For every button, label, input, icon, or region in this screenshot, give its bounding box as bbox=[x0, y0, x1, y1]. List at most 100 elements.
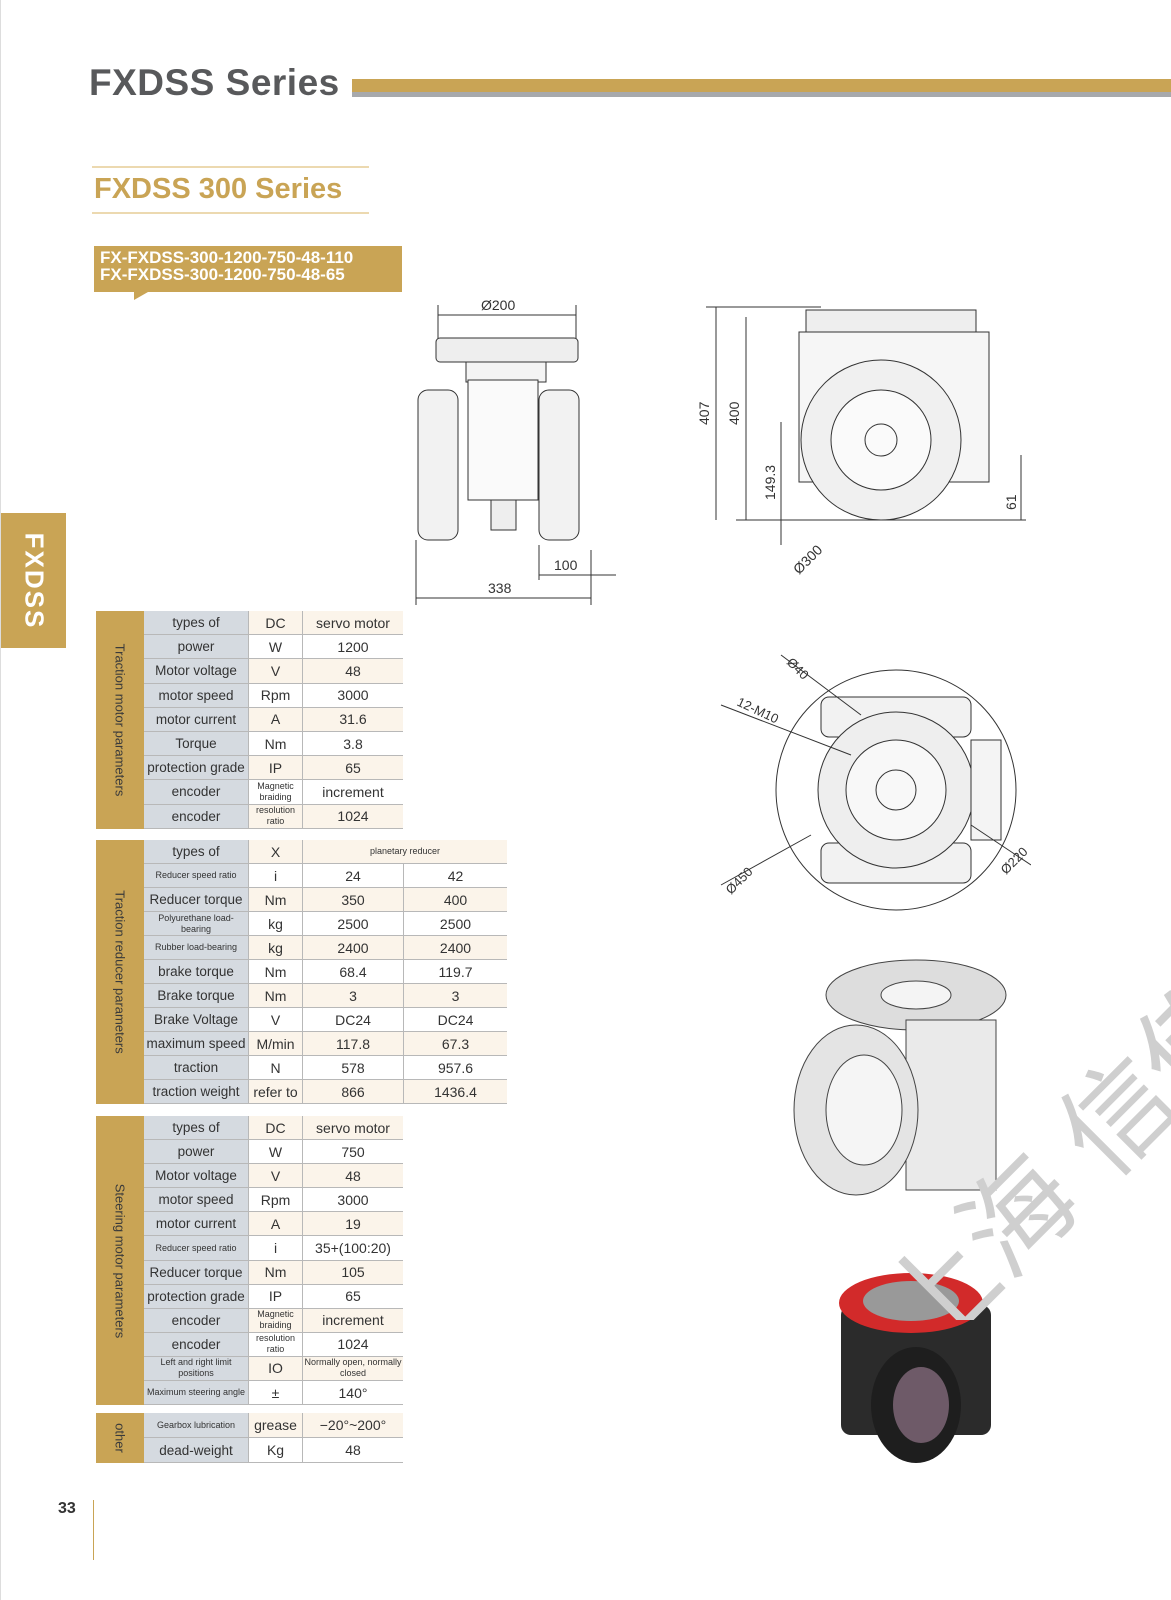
side-view-drawing: 407 400 149.3 61 Ø300 bbox=[696, 306, 1026, 577]
param-name: traction weight bbox=[144, 1080, 249, 1103]
param-name: Maximum steering angle bbox=[144, 1381, 249, 1405]
param-value: DC24 bbox=[335, 1011, 371, 1028]
param-value: 35+(100:20) bbox=[315, 1240, 391, 1257]
param-name: traction bbox=[144, 1056, 249, 1079]
param-value: 350 bbox=[303, 888, 403, 911]
dim-100: 100 bbox=[554, 557, 578, 573]
param-value: 866 bbox=[303, 1080, 403, 1103]
param-name: Gearbox lubrication bbox=[144, 1413, 249, 1437]
param-value: −20°~200° bbox=[303, 1413, 403, 1437]
param-value-2: 2500 bbox=[403, 912, 507, 935]
param-value-2: 957.6 bbox=[403, 1056, 507, 1079]
param-unit: resolution ratio bbox=[249, 1332, 303, 1356]
param-name: protection grade bbox=[144, 756, 249, 780]
header-gray-bar bbox=[352, 92, 1171, 97]
table-section-label: Traction motor parameters bbox=[96, 611, 144, 829]
param-value: 3000 bbox=[337, 687, 369, 704]
section-label-text: Steering motor parameters bbox=[112, 1183, 128, 1338]
param-name: power bbox=[144, 1140, 249, 1164]
dim-d220: Ø220 bbox=[998, 844, 1031, 877]
param-value: 140° bbox=[338, 1384, 368, 1401]
dim-12-m10: 12-M10 bbox=[735, 694, 781, 726]
param-value: 2400 bbox=[303, 936, 403, 959]
section-label-text: Traction reducer parameters bbox=[112, 890, 128, 1054]
param-name: types of bbox=[144, 840, 249, 863]
param-unit: DC bbox=[249, 611, 303, 635]
param-unit: i bbox=[249, 864, 303, 887]
param-value: 31.6 bbox=[303, 707, 403, 731]
table-section-label: Steering motor parameters bbox=[96, 1116, 144, 1406]
param-name: protection grade bbox=[144, 1284, 249, 1308]
param-value: servo motor bbox=[303, 611, 403, 635]
param-value: servo motor bbox=[303, 1116, 403, 1140]
param-value: 2500 bbox=[337, 915, 369, 932]
param-name: maximum speed bbox=[144, 1032, 249, 1055]
param-unit: V bbox=[249, 1008, 303, 1031]
param-unit: refer to bbox=[249, 1080, 303, 1103]
param-name: encoder bbox=[144, 1332, 249, 1356]
param-value: 19 bbox=[303, 1212, 403, 1236]
param-unit: V bbox=[249, 1164, 303, 1188]
param-name: Reducer torque bbox=[144, 888, 249, 911]
param-unit: grease bbox=[249, 1413, 303, 1437]
dim-d40: Ø40 bbox=[784, 655, 812, 683]
model-number: FX-FXDSS-300-1200-750-48-110 bbox=[100, 248, 354, 267]
param-unit: W bbox=[249, 1140, 303, 1164]
param-name: encoder bbox=[144, 780, 249, 804]
param-unit: M/min bbox=[249, 1032, 303, 1055]
param-value: 1024 bbox=[337, 1336, 369, 1353]
param-value: 750 bbox=[341, 1143, 365, 1160]
param-unit: Nm bbox=[249, 960, 303, 983]
param-value-2: 2400 bbox=[403, 936, 507, 959]
param-value-2: 119.7 bbox=[403, 960, 507, 983]
param-unit: Magnetic braiding bbox=[249, 780, 303, 804]
param-name: Rubber load-bearing bbox=[144, 936, 249, 959]
param-name: encoder bbox=[144, 804, 249, 828]
param-name: Torque bbox=[144, 731, 249, 756]
param-name: brake torque bbox=[144, 960, 249, 983]
param-name: Motor voltage bbox=[144, 1164, 249, 1188]
param-name: Reducer speed ratio bbox=[144, 1236, 249, 1260]
param-value: increment bbox=[322, 783, 384, 800]
product-render-photo bbox=[839, 1273, 991, 1463]
param-value: 48 bbox=[345, 1442, 361, 1458]
param-name: motor speed bbox=[144, 683, 249, 707]
dim-338: 338 bbox=[488, 580, 512, 596]
param-unit: kg bbox=[249, 912, 303, 935]
param-name: Reducer speed ratio bbox=[144, 864, 249, 887]
param-unit: Rpm bbox=[249, 683, 303, 707]
param-name: motor current bbox=[144, 1212, 249, 1236]
param-value: 48 bbox=[303, 659, 403, 683]
param-value: 65 bbox=[303, 756, 403, 780]
param-unit: A bbox=[249, 707, 303, 731]
param-unit: IP bbox=[249, 1284, 303, 1308]
param-name: power bbox=[144, 635, 249, 659]
table-row: Maximum steering angle±140° bbox=[144, 1381, 403, 1406]
param-name: Left and right limit positions bbox=[144, 1356, 249, 1381]
table-section-label: Traction reducer parameters bbox=[96, 840, 144, 1104]
dim-400: 400 bbox=[726, 401, 742, 425]
param-value-2: DC24 bbox=[403, 1008, 507, 1031]
model-numbers-box: FX-FXDSS-300-1200-750-48-110 FX-FXDSS-30… bbox=[94, 246, 402, 300]
dim-149-3: 149.3 bbox=[762, 465, 778, 500]
top-view-drawing: Ø40 12-M10 Ø450 Ø220 bbox=[720, 655, 1031, 911]
param-unit: Rpm bbox=[249, 1188, 303, 1212]
